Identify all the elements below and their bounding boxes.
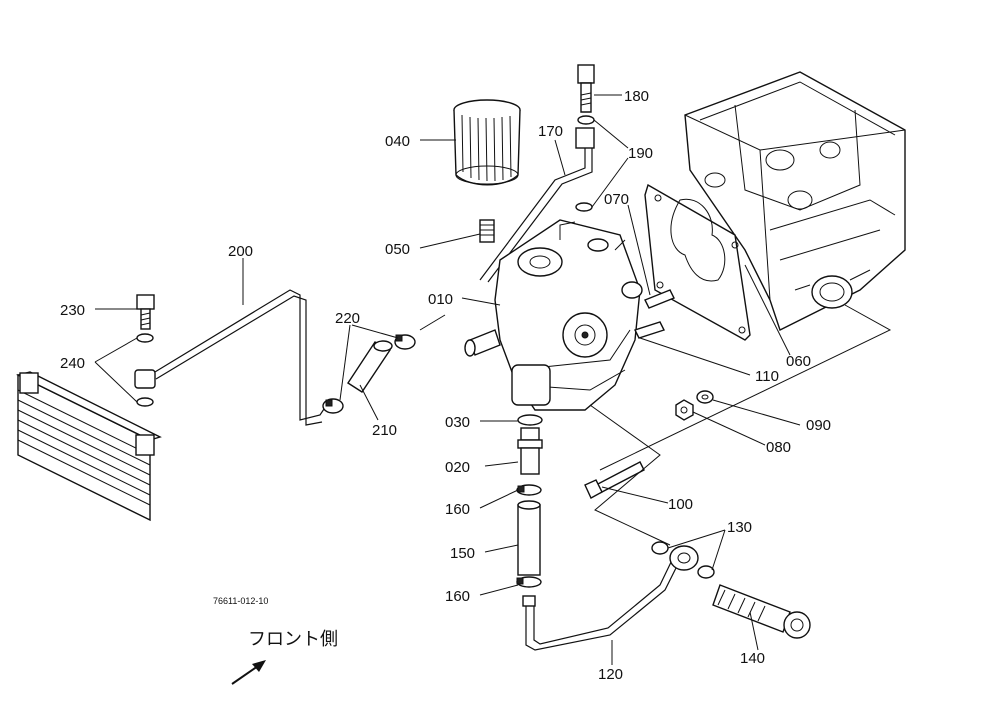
label-100: 100 — [668, 496, 693, 513]
label-160-upper: 160 — [445, 501, 470, 518]
hose-210 — [347, 340, 393, 393]
washer-240-upper — [136, 333, 154, 343]
label-050: 050 — [385, 241, 410, 258]
transmission-case — [684, 71, 906, 331]
front-side-label: フロント側 — [248, 629, 338, 650]
pipe-170 — [479, 127, 595, 283]
label-230: 230 — [60, 302, 85, 319]
drawing-number: 76611-012-10 — [213, 596, 268, 606]
label-120: 120 — [598, 666, 623, 683]
label-040: 040 — [385, 133, 410, 150]
washer-190-upper — [577, 115, 595, 125]
label-210: 210 — [372, 422, 397, 439]
clamp-220-upper — [394, 334, 416, 350]
label-180: 180 — [624, 88, 649, 105]
label-110: 110 — [755, 368, 779, 385]
fitting-050 — [479, 219, 495, 243]
label-060: 060 — [786, 353, 811, 370]
pipe-120 — [522, 545, 699, 651]
oil-filter-040 — [453, 99, 521, 186]
label-140: 140 — [740, 650, 765, 667]
o-ring-130-right — [697, 565, 715, 579]
label-070: 070 — [604, 191, 629, 208]
gasket-060 — [644, 183, 751, 341]
label-150: 150 — [450, 545, 475, 562]
label-020: 020 — [445, 459, 470, 476]
label-200: 200 — [228, 243, 253, 260]
clamp-160-lower — [516, 576, 542, 588]
nut-080 — [675, 399, 694, 421]
label-030: 030 — [445, 414, 470, 431]
front-direction-arrow-icon — [231, 660, 266, 685]
oil-cooler — [15, 371, 162, 522]
o-ring-130-left — [651, 541, 669, 555]
bolt-230 — [136, 294, 155, 330]
o-ring-030 — [517, 414, 543, 426]
label-190: 190 — [628, 145, 653, 162]
bolt-180 — [577, 64, 595, 113]
part-labels: 040 050 170 180 190 070 200 230 240 220 … — [60, 88, 831, 683]
washer-090 — [696, 390, 714, 404]
washer-240-lower — [136, 397, 154, 407]
pipe-200 — [149, 289, 331, 426]
label-240: 240 — [60, 355, 85, 372]
label-130: 130 — [727, 519, 752, 536]
stud-070 — [644, 289, 675, 309]
clamp-220-lower — [322, 398, 344, 414]
label-080: 080 — [766, 439, 791, 456]
washer-190-lower — [575, 202, 593, 212]
clamp-160-upper — [516, 484, 542, 496]
label-090: 090 — [806, 417, 831, 434]
label-220: 220 — [335, 310, 360, 327]
bolt-140 — [712, 584, 811, 639]
label-010: 010 — [428, 291, 453, 308]
hydraulic-pump-010 — [464, 219, 643, 411]
leader-lines — [94, 94, 892, 665]
bolt-100 — [584, 461, 645, 499]
stud-110 — [634, 321, 665, 339]
fitting-020 — [517, 427, 543, 475]
label-170: 170 — [538, 123, 563, 140]
label-160-lower: 160 — [445, 588, 470, 605]
hose-150 — [517, 500, 541, 576]
banjo-fitting-240 — [134, 369, 156, 389]
